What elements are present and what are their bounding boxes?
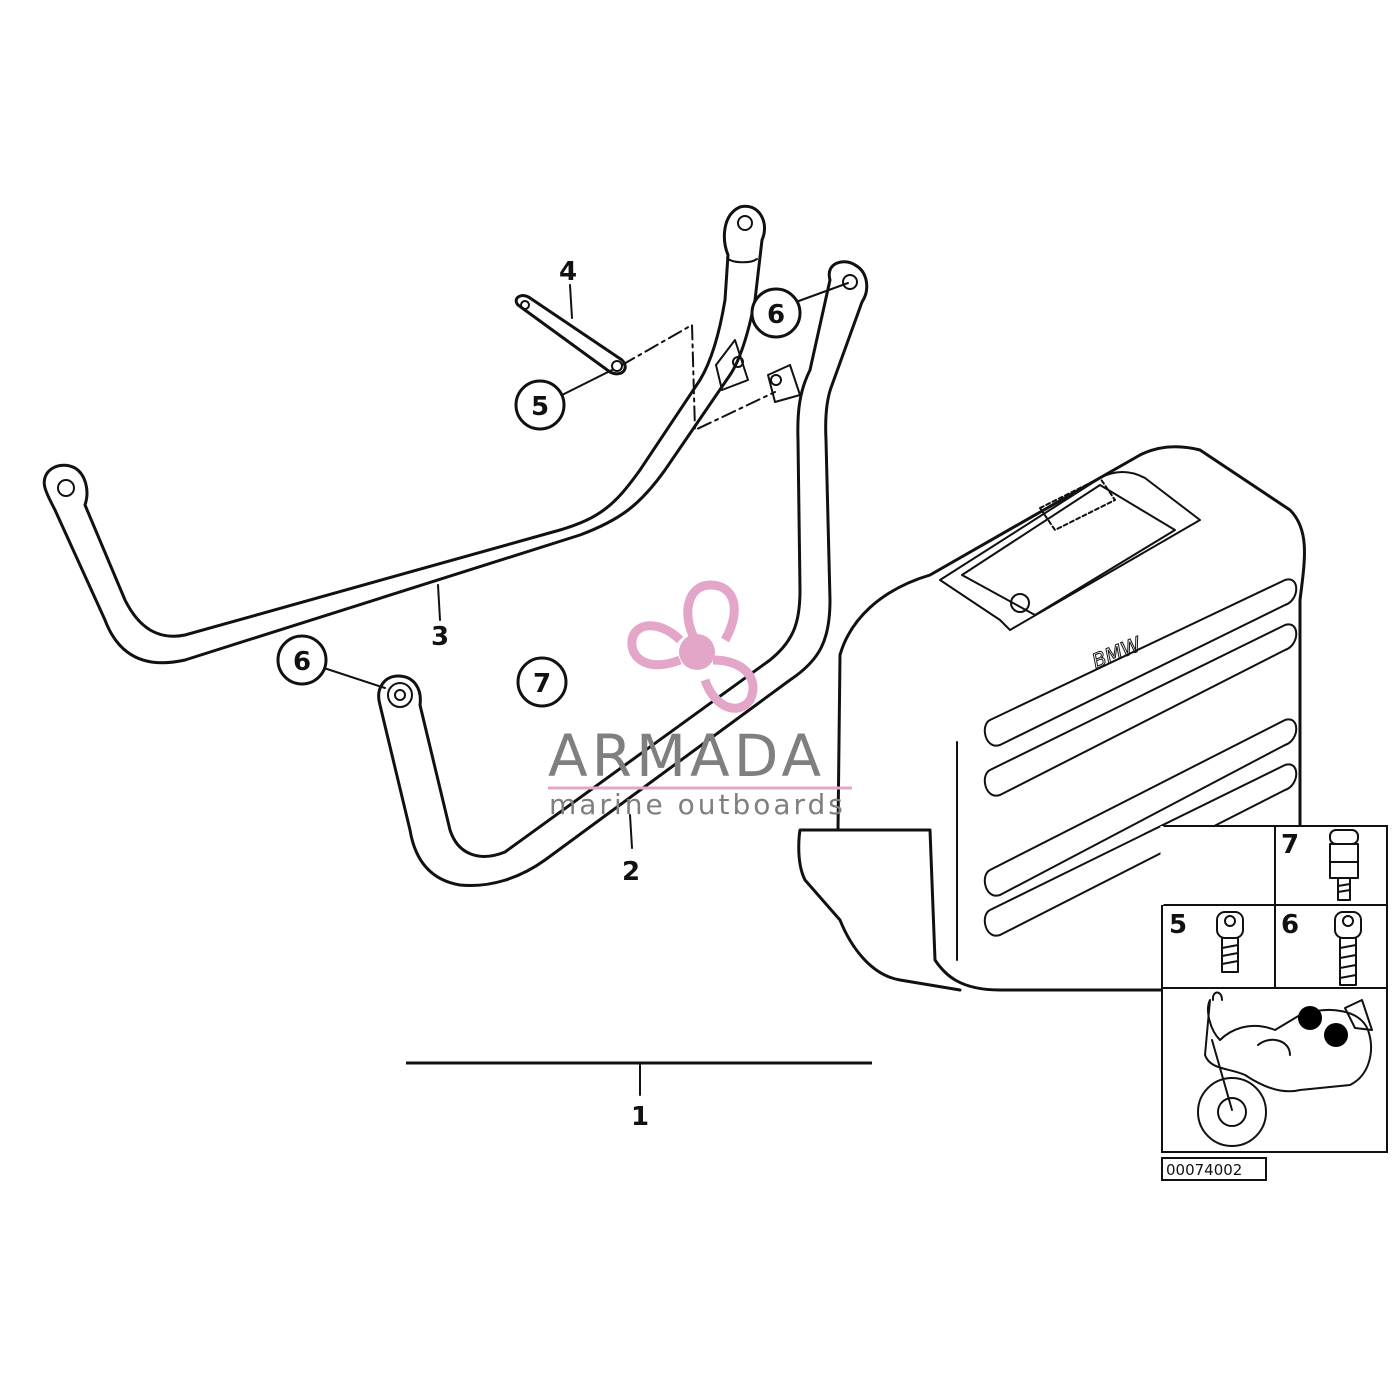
alignment-lines — [621, 324, 776, 431]
legend-item-7-label: 7 — [1281, 830, 1299, 860]
callout-6-upper-label: 6 — [767, 300, 785, 330]
diagram-number-label: 00074002 — [1166, 1161, 1242, 1179]
watermark-brand: ARMADA — [548, 722, 825, 790]
legend-item-6-label: 6 — [1281, 910, 1299, 940]
bracket-3 — [42, 204, 766, 665]
callout-4: 4 — [559, 257, 577, 319]
callout-3-label: 3 — [431, 622, 449, 652]
callout-1: 1 — [406, 1061, 872, 1132]
location-marker-lower — [1324, 1023, 1348, 1047]
callout-2: 2 — [622, 814, 640, 887]
callout-6-lower: 6 — [276, 634, 386, 689]
case-brand-label: BMW — [1088, 632, 1145, 674]
legend-item-5-bolt-icon — [1216, 911, 1244, 973]
callout-6-upper: 6 — [750, 282, 849, 339]
legend-item-6-bolt-icon — [1334, 911, 1362, 986]
legend-box: 7 5 6 — [1160, 825, 1388, 1153]
strut-4 — [514, 294, 627, 376]
diagram-number: 00074002 — [1161, 1157, 1267, 1181]
callout-7: 7 — [516, 656, 568, 708]
motorcycle-location-icon — [1197, 991, 1373, 1147]
callout-2-label: 2 — [622, 857, 640, 887]
callout-6-lower-label: 6 — [293, 647, 311, 677]
watermark-tagline: marine outboards — [549, 788, 846, 821]
legend-item-7-fastener-icon — [1329, 829, 1359, 901]
legend-item-5-label: 5 — [1169, 910, 1187, 940]
callout-5: 5 — [514, 369, 613, 431]
callout-1-label: 1 — [631, 1102, 649, 1132]
callout-4-label: 4 — [559, 257, 577, 287]
watermark: ARMADA marine outboards — [548, 580, 852, 821]
location-marker-upper — [1298, 1006, 1322, 1030]
propeller-logo-icon — [627, 580, 758, 713]
callout-3: 3 — [431, 584, 449, 652]
callout-5-label: 5 — [531, 392, 549, 422]
callout-7-label: 7 — [533, 669, 551, 699]
